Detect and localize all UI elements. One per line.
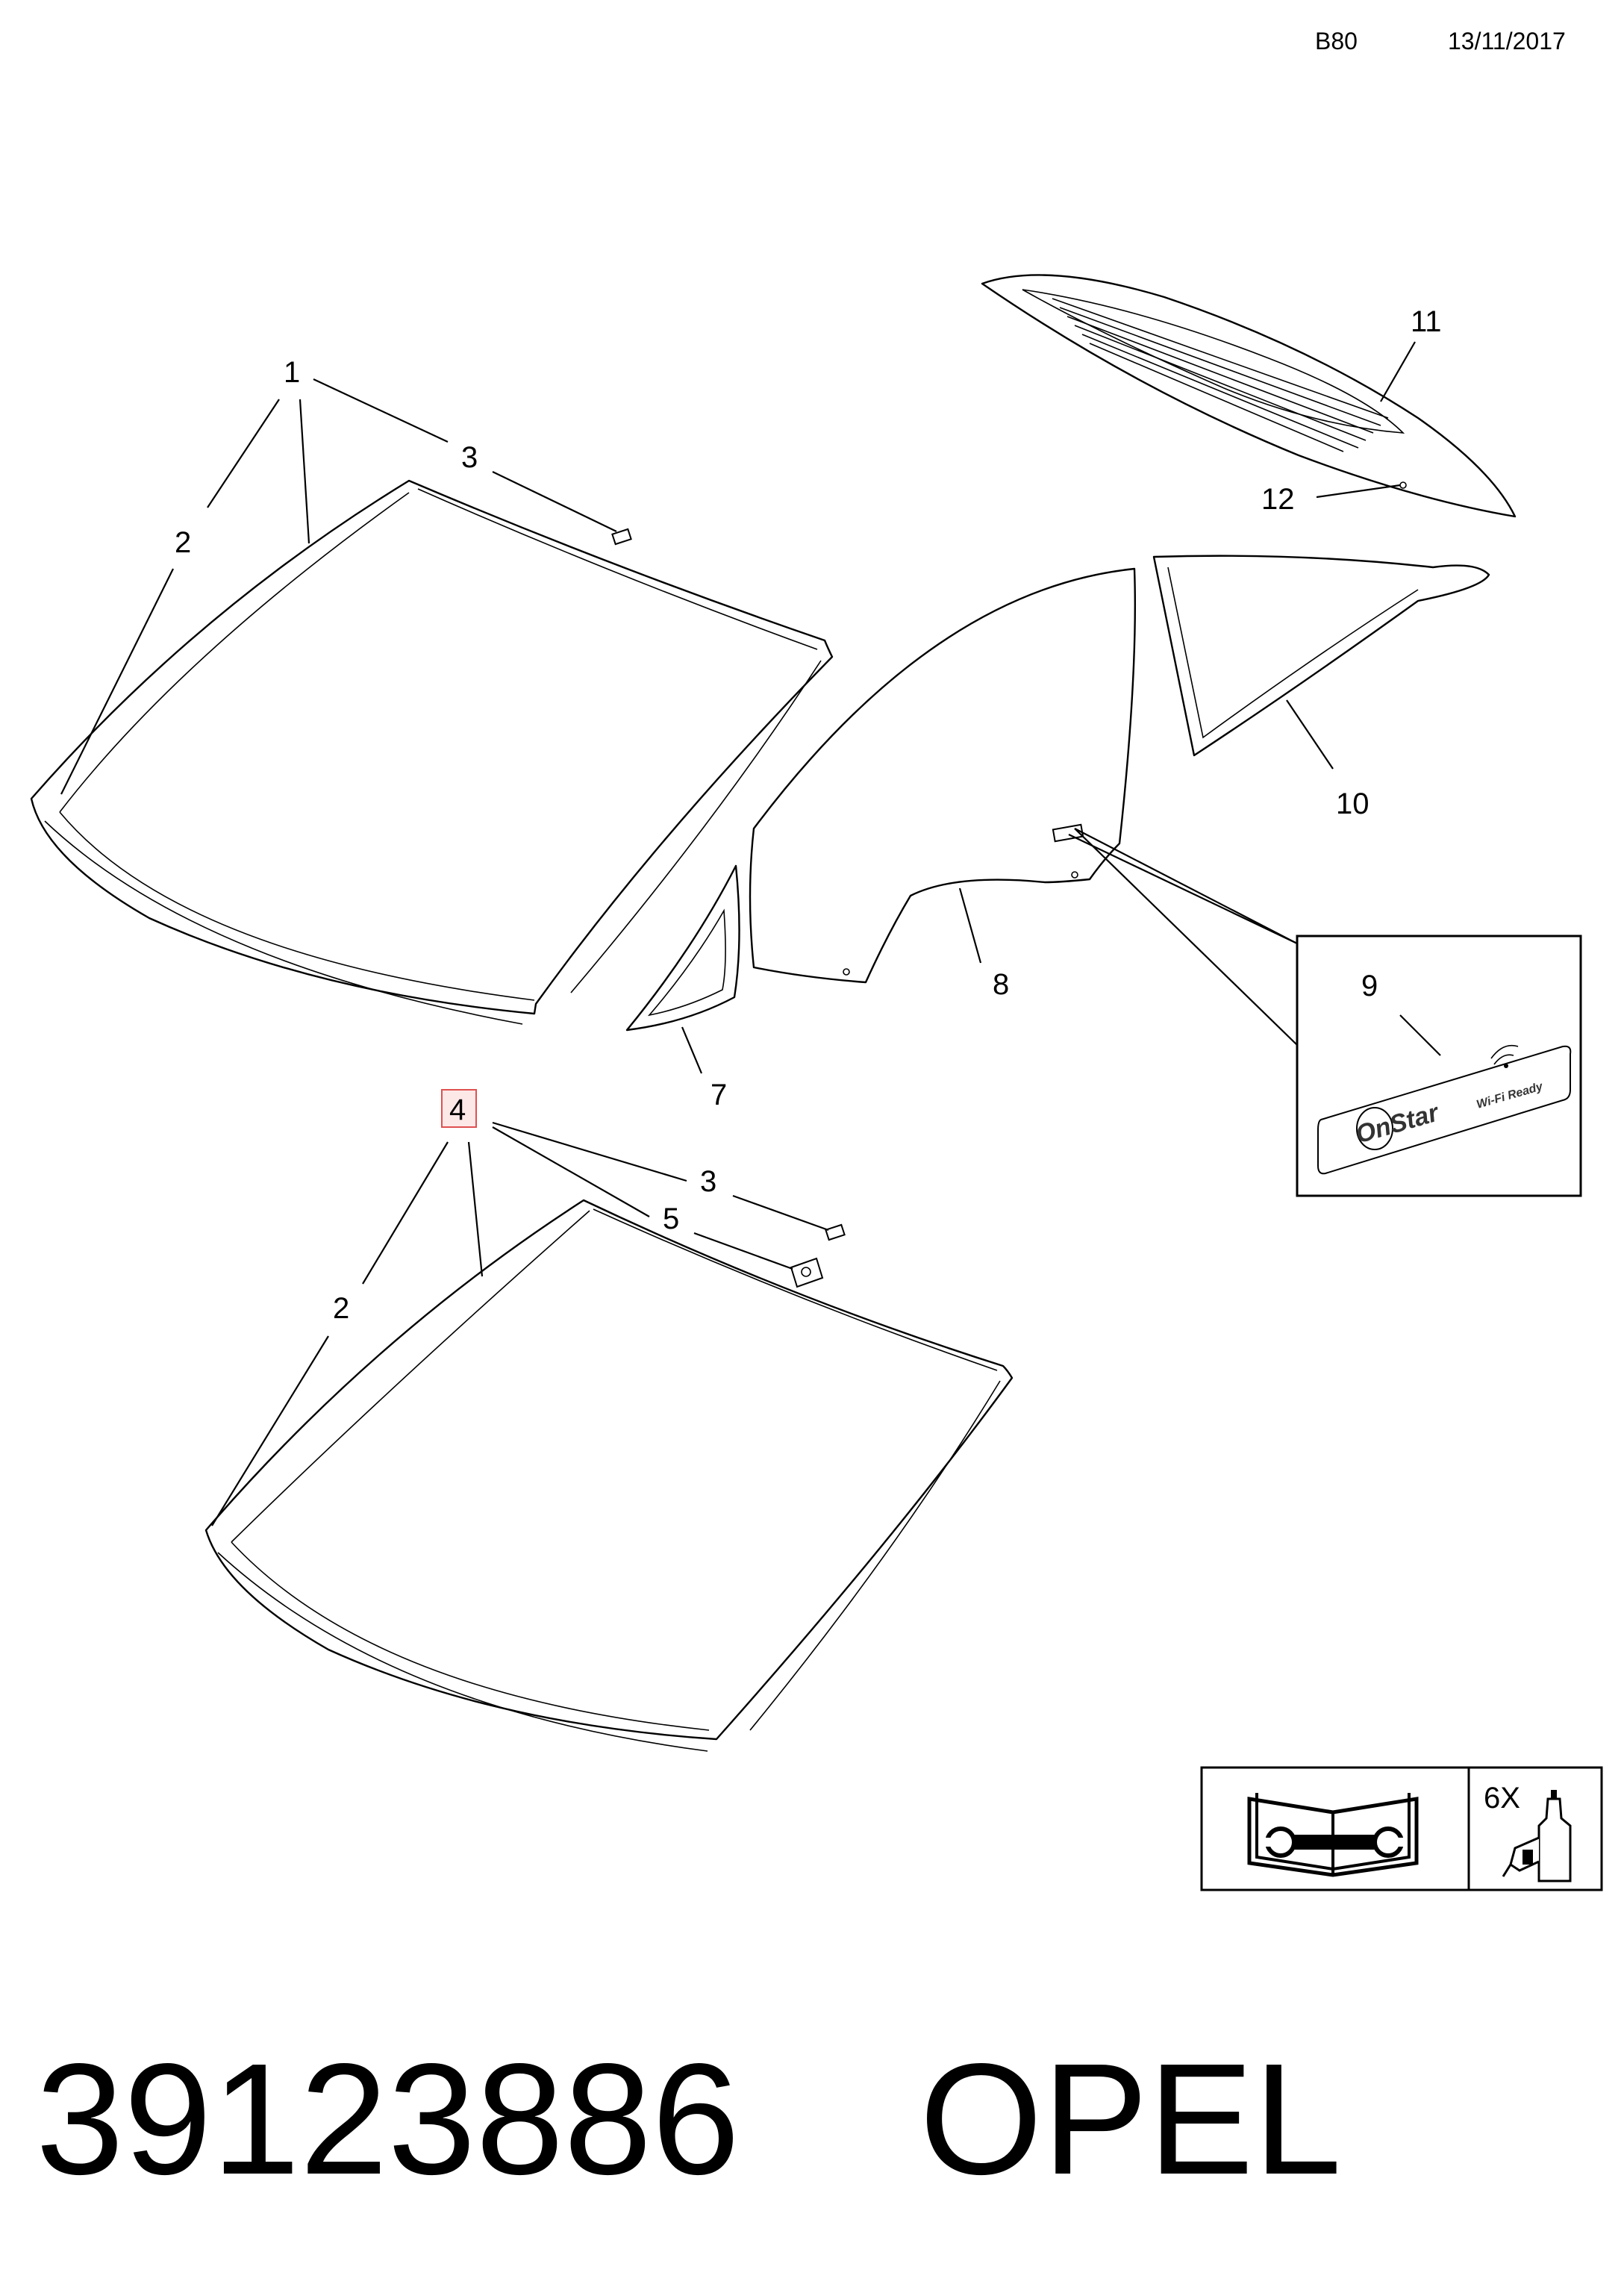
callout-8[interactable]: 8 (993, 968, 1009, 1001)
callout-3-top[interactable]: 3 (461, 441, 478, 474)
windshield-top[interactable] (30, 479, 834, 1025)
sensor-pad-top[interactable] (611, 528, 632, 546)
wifi-icon (1490, 1044, 1519, 1068)
windshield-bottom[interactable] (204, 1199, 1014, 1752)
sensor-pad-bottom[interactable] (825, 1223, 846, 1241)
callout-12[interactable]: 12 (1261, 483, 1295, 516)
service-manual-icon (1247, 1793, 1419, 1877)
callout-11[interactable]: 11 (1411, 305, 1442, 338)
callout-2-top[interactable]: 2 (175, 526, 191, 559)
rear-window-clip[interactable] (1399, 481, 1407, 489)
rear-window[interactable] (981, 274, 1517, 518)
callout-4-bottom[interactable]: 4 (449, 1094, 466, 1126)
brand-name: OPEL (919, 2030, 1342, 2207)
diagram-date: 13/11/2017 (1448, 28, 1566, 54)
highlight-box-4[interactable] (441, 1089, 477, 1128)
front-quarter-glass[interactable] (625, 864, 740, 1032)
rear-quarter-window[interactable] (1152, 555, 1490, 757)
diagram-code: B80 (1315, 28, 1358, 54)
callout-1-top[interactable]: 1 (284, 356, 300, 389)
camera-bracket[interactable] (790, 1257, 824, 1288)
callout-9[interactable]: 9 (1361, 970, 1378, 1002)
callout-5-bottom[interactable]: 5 (663, 1202, 679, 1235)
callout-7[interactable]: 7 (710, 1079, 727, 1111)
legend-quantity: 6X (1484, 1782, 1520, 1815)
onstar-badge[interactable]: OnStar Wi-Fi Ready (1317, 1044, 1572, 1175)
part-number: 39123886 (36, 2030, 740, 2207)
callout-3-bottom[interactable]: 3 (700, 1165, 716, 1198)
adhesive-bottle-icon (1502, 1790, 1572, 1882)
defroster-lines (1052, 298, 1389, 452)
callout-10[interactable]: 10 (1336, 787, 1370, 820)
callout-2-bottom[interactable]: 2 (333, 1292, 349, 1325)
onstar-logo-icon (1356, 1107, 1393, 1150)
front-door-glass[interactable] (749, 567, 1137, 984)
